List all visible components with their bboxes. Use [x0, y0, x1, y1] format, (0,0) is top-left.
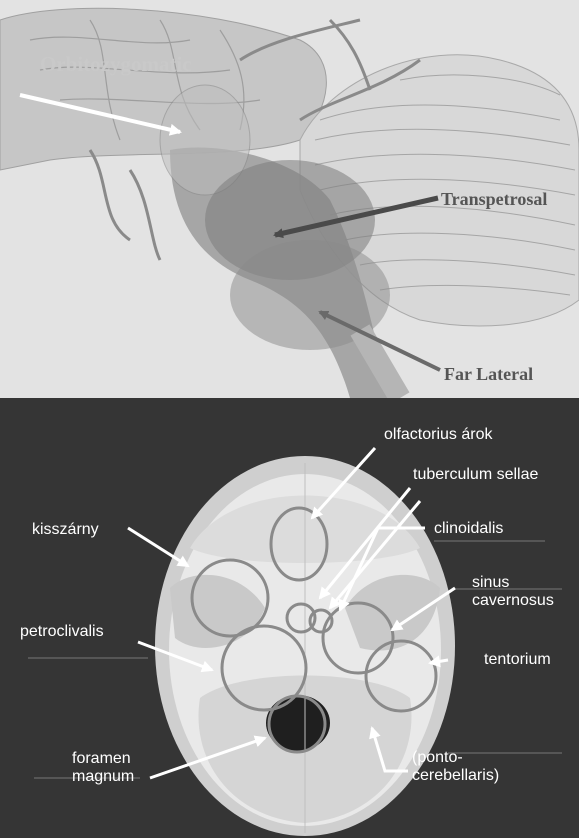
- foramen-label-line1: foramen: [72, 750, 134, 768]
- sinus-label-line1: sinus: [472, 574, 554, 592]
- clinoidalis-label: clinoidalis: [434, 520, 503, 538]
- skull-base-photo-panel: olfactorius árok tuberculum sellae kissz…: [0, 398, 579, 838]
- transpetrosal-label: Transpetrosal: [441, 189, 547, 210]
- sinus-label-line2: cavernosus: [472, 592, 554, 610]
- brain-illustration-panel: Orbitozygomatic Transpetrosal Far Latera…: [0, 0, 579, 398]
- orbitozygomatic-label: Orbitozygomatic: [40, 52, 192, 77]
- sinus-cavernosus-label: sinus cavernosus: [472, 574, 554, 610]
- petroclivalis-label: petroclivalis: [20, 623, 104, 641]
- ponto-label-line2: cerebellaris): [412, 767, 499, 785]
- tentorium-label: tentorium: [484, 651, 551, 669]
- ponto-cerebellaris-label: (ponto- cerebellaris): [412, 749, 499, 785]
- ponto-label-line1: (ponto-: [412, 749, 499, 767]
- tuberculum-sellae-label: tuberculum sellae: [413, 466, 538, 484]
- olfactorius-label: olfactorius árok: [384, 426, 493, 444]
- foramen-magnum-label: foramen magnum: [72, 750, 134, 786]
- kisszarny-label: kisszárny: [32, 521, 99, 539]
- foramen-label-line2: magnum: [72, 768, 134, 786]
- far-lateral-label: Far Lateral: [444, 364, 533, 385]
